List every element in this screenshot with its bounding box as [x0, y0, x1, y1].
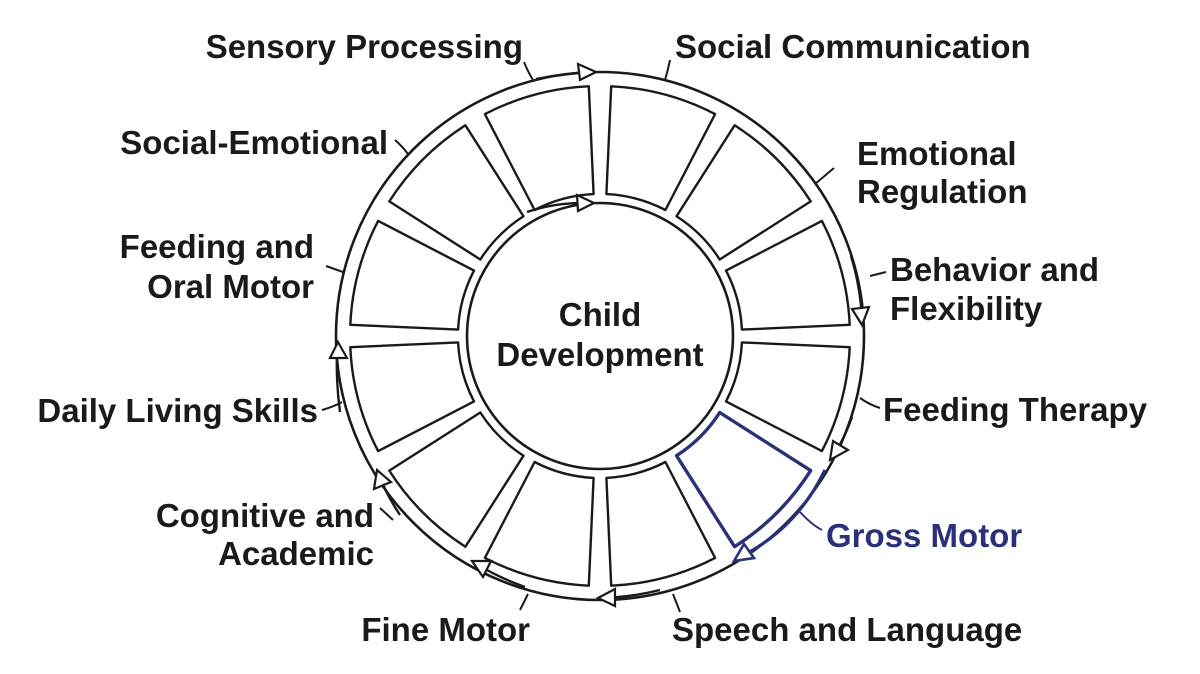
- center-label-line2: Development: [496, 336, 703, 373]
- wheel-segment: [724, 341, 851, 453]
- arrowhead-right-upper: [850, 305, 871, 328]
- leader-daily-living: [321, 401, 343, 411]
- leader-feeding-therapy: [859, 397, 881, 409]
- leader-social-emotional: [394, 139, 409, 155]
- label-speech-and-language: Speech and Language: [672, 611, 1022, 648]
- label-daily-living-skills: Daily Living Skills: [37, 392, 318, 429]
- label-social-emotional: Social-Emotional: [120, 124, 388, 161]
- leader-feeding-oral-motor: [325, 265, 344, 273]
- leader-lines: [321, 59, 887, 613]
- gross-motor-arc: [741, 469, 827, 558]
- outer-cycle-arrows: [328, 62, 871, 608]
- label-emotional-regulation-2: Regulation: [857, 173, 1028, 210]
- arrowhead-left-lower: [372, 467, 394, 491]
- label-fine-motor: Fine Motor: [361, 611, 530, 648]
- wheel-segment: [675, 124, 812, 261]
- label-cognitive-academic-2: Academic: [218, 535, 374, 572]
- leader-speech-language: [672, 593, 681, 613]
- wheel-segment: [349, 341, 476, 453]
- label-gross-motor: Gross Motor: [826, 517, 1022, 554]
- arrowhead-right-lower: [828, 439, 851, 463]
- wheel-segment: [388, 411, 525, 548]
- label-behavior-flexibility-2: Flexibility: [890, 290, 1043, 327]
- leader-sensory-processing: [523, 61, 534, 81]
- label-behavior-flexibility-1: Behavior and: [890, 251, 1099, 288]
- wheel-segment-gross-motor: [674, 410, 813, 549]
- gross-motor-leader: [799, 511, 823, 531]
- leader-social-communication: [664, 59, 671, 81]
- wheel-segment: [724, 219, 851, 331]
- leader-behavior-flexibility: [869, 271, 887, 277]
- label-cognitive-academic-1: Cognitive and: [156, 497, 374, 534]
- wheel-segment: [483, 460, 595, 587]
- gross-motor-arrowhead: [731, 541, 757, 563]
- arrowhead-bottom: [595, 587, 617, 608]
- wheel-segment: [388, 124, 525, 261]
- wheel-segment: [349, 219, 476, 331]
- wheel-segment: [605, 85, 717, 212]
- label-feeding-therapy: Feeding Therapy: [883, 391, 1148, 428]
- label-social-communication: Social Communication: [675, 28, 1031, 65]
- wheel-segment: [605, 460, 717, 587]
- label-feeding-oral-motor-2: Oral Motor: [147, 268, 314, 305]
- leader-cognitive-academic: [379, 507, 394, 521]
- wheel-segments: [349, 85, 851, 587]
- label-emotional-regulation-1: Emotional: [857, 135, 1017, 172]
- arrowhead-left: [328, 339, 349, 360]
- leader-fine-motor: [519, 593, 529, 611]
- label-sensory-processing: Sensory Processing: [206, 28, 523, 65]
- wheel-segment: [483, 85, 595, 212]
- inner-arrowhead: [575, 193, 597, 213]
- leader-emotional-regulation: [814, 167, 835, 185]
- label-feeding-oral-motor-1: Feeding and: [120, 228, 314, 265]
- arrowhead-top: [576, 62, 599, 82]
- center-label-line1: Child: [559, 296, 641, 333]
- arrowhead-bottom-left: [469, 559, 493, 580]
- inner-ring: [465, 201, 735, 471]
